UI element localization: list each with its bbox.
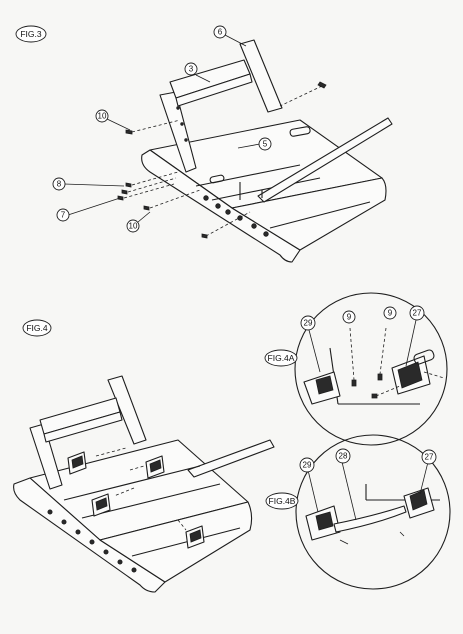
callout-fig3-7: 7 [56, 208, 70, 222]
fig3-label: FIG.3 [15, 25, 47, 43]
svg-text:8: 8 [57, 180, 62, 189]
callout-fig4a-29: 29 [300, 315, 316, 331]
callout-fig3-5: 5 [258, 137, 272, 151]
callout-fig4a-9a: 9 [342, 310, 356, 324]
svg-text:FIG.3: FIG.3 [20, 29, 42, 39]
svg-text:29: 29 [304, 319, 313, 328]
svg-text:6: 6 [218, 28, 223, 37]
svg-text:9: 9 [347, 313, 352, 322]
svg-text:FIG.4B: FIG.4B [269, 496, 296, 506]
svg-text:3: 3 [189, 65, 194, 74]
svg-text:7: 7 [61, 211, 66, 220]
fig4a-label: FIG.4A [264, 349, 298, 367]
svg-text:FIG.4A: FIG.4A [268, 353, 295, 363]
fig4b-label: FIG.4B [265, 492, 299, 510]
callout-fig3-8: 8 [52, 177, 66, 191]
fig4a-detail [294, 292, 448, 446]
svg-text:27: 27 [425, 453, 434, 462]
fig4-diagram [13, 375, 275, 593]
svg-text:29: 29 [303, 461, 312, 470]
callout-fig3-10: 10 [95, 109, 109, 123]
svg-text:28: 28 [339, 452, 348, 461]
callout-fig4b-27: 27 [421, 449, 437, 465]
callout-fig4b-29: 29 [299, 457, 315, 473]
callout-fig3-3: 3 [184, 62, 198, 76]
fig4-label: FIG.4 [22, 319, 52, 337]
callout-fig3-6: 6 [213, 25, 227, 39]
callout-fig4b-28: 28 [335, 448, 351, 464]
callout-fig3-10b: 10 [126, 219, 140, 233]
svg-text:27: 27 [413, 309, 422, 318]
fig3-diagram [63, 34, 393, 263]
fig4b-detail [295, 434, 451, 590]
svg-text:FIG.4: FIG.4 [26, 323, 48, 333]
callout-fig4a-9b: 9 [383, 306, 397, 320]
svg-text:9: 9 [388, 309, 393, 318]
svg-text:10: 10 [129, 222, 138, 231]
svg-text:10: 10 [98, 112, 107, 121]
callout-fig4a-27: 27 [409, 305, 425, 321]
svg-text:5: 5 [263, 140, 268, 149]
